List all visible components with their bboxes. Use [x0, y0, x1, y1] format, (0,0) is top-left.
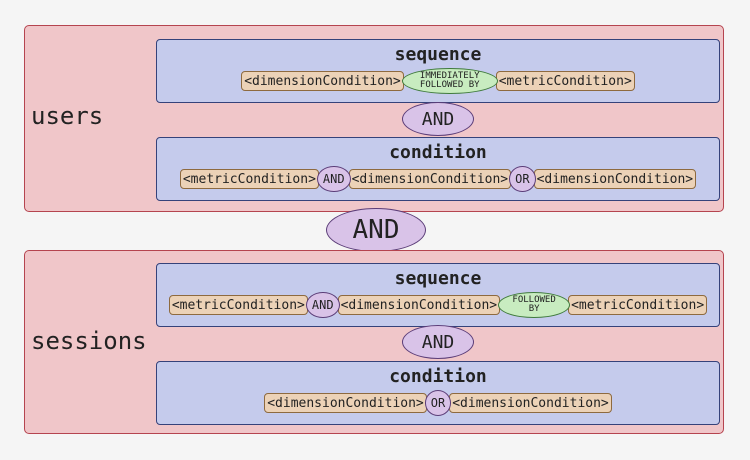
- users-sequence-title: sequence: [394, 44, 482, 65]
- dimension-condition: <dimensionCondition>: [241, 71, 404, 91]
- dimension-condition: <dimensionCondition>: [337, 295, 501, 315]
- sessions-sequence-block: sequence <metricCondition> AND <dimensio…: [156, 263, 720, 327]
- or-operator: OR: [509, 166, 536, 192]
- metric-condition: <metricCondition>: [168, 295, 308, 315]
- metric-condition: <metricCondition>: [568, 295, 708, 315]
- dimension-condition: <dimensionCondition>: [449, 393, 612, 413]
- users-condition-block: condition <metricCondition> AND <dimensi…: [156, 137, 720, 201]
- sessions-condition-block: condition <dimensionCondition> OR <dimen…: [156, 361, 720, 425]
- users-sequence-block: sequence <dimensionCondition> IMMEDIATEL…: [156, 39, 720, 103]
- sessions-scope-label: sessions: [31, 327, 147, 355]
- or-operator: OR: [424, 390, 452, 416]
- top-level-and-operator: AND: [326, 208, 426, 252]
- immediately-followed-by-label: IMMEDIATELY FOLLOWED BY: [419, 71, 480, 90]
- sessions-sequence-title: sequence: [394, 268, 482, 289]
- and-operator: AND: [305, 292, 340, 318]
- sessions-and-joiner: AND: [402, 325, 474, 359]
- dimension-condition: <dimensionCondition>: [533, 169, 697, 189]
- followed-by-operator: FOLLOWED BY: [498, 292, 571, 318]
- users-and-joiner: AND: [402, 102, 474, 136]
- metric-condition: <metricCondition>: [495, 71, 635, 91]
- metric-condition: <metricCondition>: [179, 169, 319, 189]
- users-condition-title: condition: [389, 142, 487, 163]
- dimension-condition: <dimensionCondition>: [264, 393, 427, 413]
- sessions-condition-title: condition: [389, 366, 487, 387]
- immediately-followed-by-operator: IMMEDIATELY FOLLOWED BY: [401, 68, 498, 94]
- users-scope: users sequence <dimensionCondition> IMME…: [24, 25, 724, 212]
- users-scope-label: users: [31, 102, 104, 130]
- followed-by-label: FOLLOWED BY: [512, 295, 556, 314]
- sessions-scope: sessions sequence <metricCondition> AND …: [24, 250, 724, 434]
- dimension-condition: <dimensionCondition>: [348, 169, 512, 189]
- and-operator: AND: [316, 166, 351, 192]
